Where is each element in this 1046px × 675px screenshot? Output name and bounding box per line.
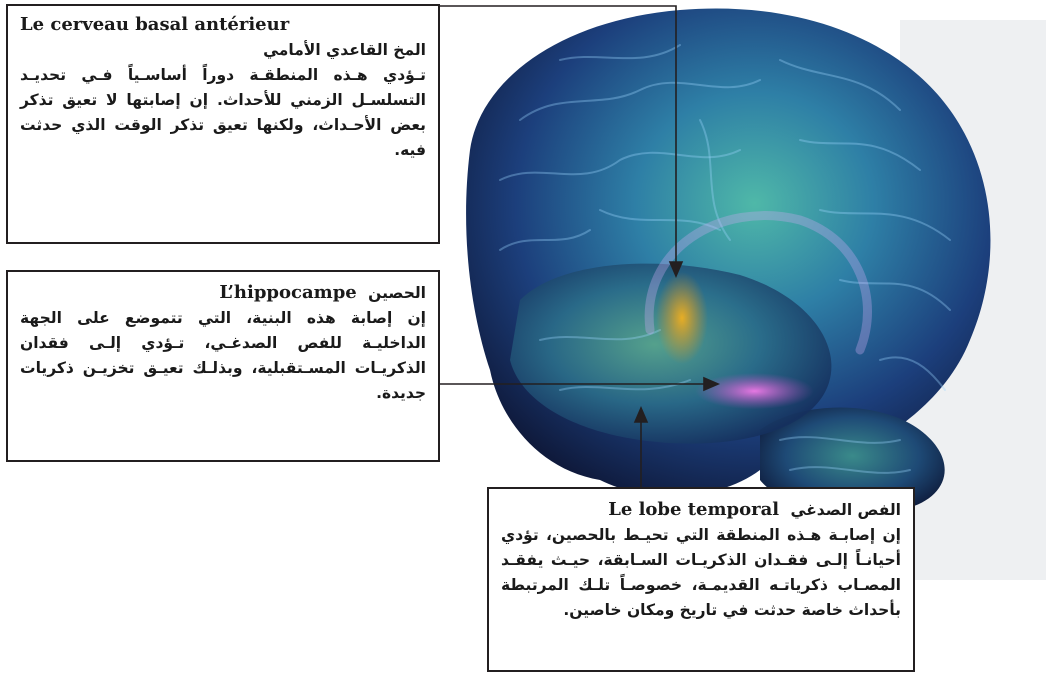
temporal-lobe-title: الفص الصدغي Le lobe temporal — [501, 497, 901, 523]
hippocampus-info-box: الحصين L’hippocampe إن إصابة هذه البنية،… — [6, 270, 440, 462]
temporal-lobe-title-ar: الفص الصدغي — [791, 501, 901, 519]
temporal-lobe-description: إن إصابـة هـذه المنطقة التي تحيـط بالحصي… — [501, 523, 901, 623]
hippocampus-highlight — [695, 373, 813, 409]
temporal-lobe-title-fr: Le lobe temporal — [608, 499, 779, 520]
forebrain-highlight — [656, 272, 708, 364]
hippocampus-title: الحصين L’hippocampe — [20, 280, 426, 306]
temporal-lobe-info-box: الفص الصدغي Le lobe temporal إن إصابـة ه… — [487, 487, 915, 672]
forebrain-title-ar: المخ القاعدي الأمامي — [20, 37, 426, 63]
forebrain-title-fr: Le cerveau basal antérieur — [20, 14, 426, 35]
forebrain-description: تـؤدي هـذه المنطقـة دوراً أساسـياً فـي ت… — [20, 63, 426, 163]
hippocampus-title-fr: L’hippocampe — [219, 282, 356, 303]
hippocampus-description: إن إصابة هذه البنية، التي تتموضع على الج… — [20, 306, 426, 406]
forebrain-info-box: Le cerveau basal antérieur المخ القاعدي … — [6, 4, 440, 244]
hippocampus-title-ar: الحصين — [368, 284, 426, 302]
